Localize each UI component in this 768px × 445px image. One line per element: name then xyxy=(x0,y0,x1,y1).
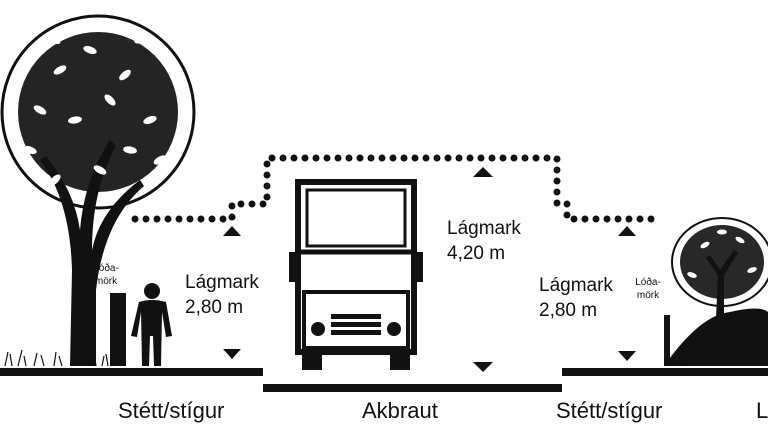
property-boundary-label-right-line1: Lóða- xyxy=(635,277,661,288)
property-boundary-label-left-line2: mörk xyxy=(94,276,118,287)
pedestrian-icon xyxy=(131,283,172,366)
clearance-arrow-up-left xyxy=(223,226,241,236)
clearance-road-value: 4,20 m xyxy=(447,243,506,264)
ground-line xyxy=(0,368,768,392)
clearance-arrow-up-right xyxy=(618,226,636,236)
clearance-label-right: Lágmark 2,80 m xyxy=(539,273,613,323)
clearance-label-road: Lágmark 4,20 m xyxy=(447,216,521,266)
clearance-arrow-down-road xyxy=(473,362,493,372)
property-boundary-label-left: Lóða- mörk xyxy=(91,262,121,288)
clearance-label-left: Lágmark 2,80 m xyxy=(185,270,259,320)
clearance-arrow-up-road xyxy=(473,167,493,177)
property-boundary-label-right-line2: mörk xyxy=(636,290,660,301)
clearance-envelope-dotted-line xyxy=(131,154,666,223)
section-label-cut-off: L xyxy=(756,398,768,423)
section-label-roadway: Akbraut xyxy=(362,398,438,423)
section-label-left-sidewalk: Stétt/stígur xyxy=(118,398,225,423)
property-post-right xyxy=(664,315,670,366)
clearance-arrow-down-left xyxy=(223,349,241,359)
truck-icon xyxy=(289,179,423,370)
clearance-left-title: Lágmark xyxy=(185,272,259,293)
clearance-right-title: Lágmark xyxy=(539,275,613,296)
property-boundary-label-left-line1: Lóða- xyxy=(93,263,119,274)
clearance-left-value: 2,80 m xyxy=(185,297,244,318)
tree-right-icon xyxy=(664,217,768,367)
clearance-road-title: Lágmark xyxy=(447,218,521,239)
tree-left-icon xyxy=(0,14,196,366)
clearance-arrow-down-right xyxy=(618,351,636,361)
property-post-left xyxy=(110,293,126,366)
property-boundary-label-right: Lóða- mörk xyxy=(633,276,663,302)
clearance-right-value: 2,80 m xyxy=(539,300,598,321)
section-label-right-sidewalk: Stétt/stígur xyxy=(556,398,663,423)
